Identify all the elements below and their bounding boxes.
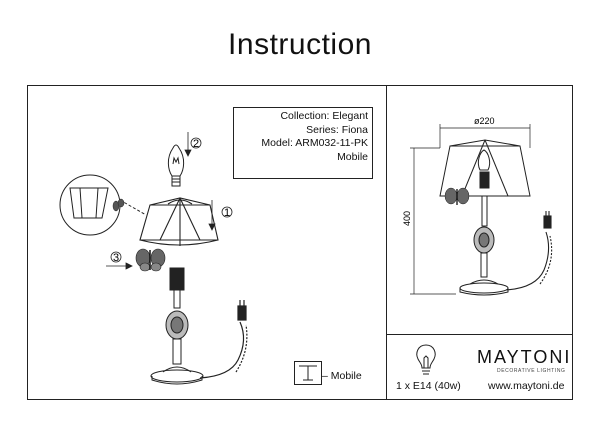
type-line: Mobile xyxy=(337,150,368,163)
mobile-legend-box xyxy=(294,361,322,385)
bulb-spec: 1 x E14 (40w) xyxy=(396,380,461,392)
step-2-label: 2 xyxy=(193,138,199,150)
mobile-legend-label: – Mobile xyxy=(322,370,362,382)
height-dimension-label: 400 xyxy=(402,211,412,226)
step-1-arrow xyxy=(208,200,233,231)
horizontal-divider xyxy=(386,334,573,336)
brand-url[interactable]: www.maytoni.de xyxy=(488,380,565,392)
step-3-arrow xyxy=(106,251,133,270)
series-line: Series: Fiona xyxy=(306,123,368,136)
lamp-base-icon xyxy=(150,267,204,385)
butterfly-icon xyxy=(135,248,166,272)
bulb-icon xyxy=(167,144,185,187)
step-3-label: 3 xyxy=(113,252,119,264)
lampshade-icon xyxy=(139,197,219,246)
power-cord-icon xyxy=(199,300,248,379)
page-title: Instruction xyxy=(228,28,372,61)
assembled-lamp-icon xyxy=(439,139,531,296)
detail-bubble xyxy=(59,174,147,236)
collection-line: Collection: Elegant xyxy=(280,110,368,122)
dimension-width xyxy=(439,124,531,148)
detail-butterfly-icon xyxy=(112,198,125,212)
lightbulb-icon xyxy=(416,344,436,375)
brand-subtitle: DECORATIVE LIGHTING xyxy=(497,368,566,374)
model-line: Model: ARM032-11-PK xyxy=(261,137,368,149)
step-2-arrow xyxy=(184,132,202,157)
dimension-height xyxy=(410,147,456,295)
width-dimension-label: ø220 xyxy=(474,116,495,126)
vertical-divider xyxy=(386,85,388,400)
product-info-box: Collection: Elegant Series: Fiona Model:… xyxy=(233,107,373,179)
mobile-symbol-icon xyxy=(299,365,317,381)
step-1-label: 1 xyxy=(224,207,230,219)
assembled-cord-icon xyxy=(505,211,553,291)
instruction-frame xyxy=(27,85,573,400)
assembled-butterfly-icon xyxy=(444,187,470,205)
brand-logo: MAYTONI xyxy=(477,347,572,367)
